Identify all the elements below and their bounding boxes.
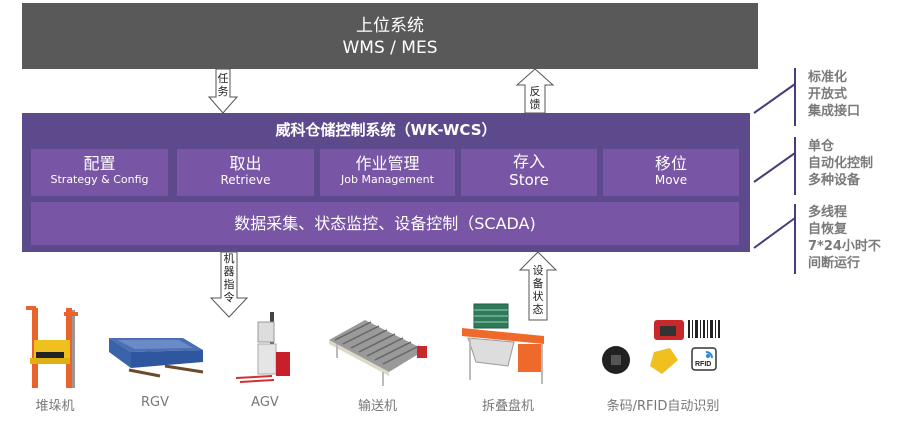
equipment-label: 输送机 bbox=[357, 399, 397, 414]
conveyor-icon bbox=[329, 320, 427, 386]
equipment-conveyor: 输送机 bbox=[325, 300, 430, 414]
task-arrow: 任务 bbox=[208, 69, 238, 114]
bracket-line-icon bbox=[753, 137, 796, 195]
feedback-label: 反馈 bbox=[529, 85, 541, 111]
module-retrieve: 取出 Retrieve bbox=[177, 149, 314, 196]
module-config-en: Strategy & Config bbox=[50, 173, 149, 186]
module-job-management-en: Job Management bbox=[341, 173, 434, 186]
equipment-pallet-dispenser: 拆叠盘机 bbox=[458, 300, 558, 414]
upper-system-subtitle: WMS / MES bbox=[342, 38, 438, 58]
equipment-label: 堆垛机 bbox=[35, 399, 75, 414]
arrow-up-icon bbox=[518, 251, 558, 321]
equipment-label: AGV bbox=[251, 395, 279, 410]
equipment-label: 拆叠盘机 bbox=[481, 399, 534, 414]
barcode-rfid-icon: RFID bbox=[602, 320, 720, 374]
module-job-management-cn: 作业管理 bbox=[355, 154, 420, 173]
feature-automation-text: 单仓自动化控制多种设备 bbox=[808, 139, 874, 188]
module-move-en: Move bbox=[654, 173, 688, 187]
arrow-down-icon bbox=[208, 69, 238, 114]
module-config-cn: 配置 bbox=[83, 154, 116, 173]
module-config: 配置 Strategy & Config bbox=[31, 149, 168, 196]
module-store: 存入 Store bbox=[461, 149, 597, 196]
bracket-line-icon bbox=[753, 68, 796, 126]
upper-system-title: 上位系统 bbox=[356, 16, 424, 36]
arrow-down-icon bbox=[209, 252, 249, 318]
feedback-arrow: 反馈 bbox=[515, 68, 555, 114]
module-move: 移位 Move bbox=[603, 149, 739, 196]
task-label: 任务 bbox=[217, 72, 229, 98]
module-retrieve-cn: 取出 bbox=[229, 154, 262, 173]
device-status-label: 设备状态 bbox=[532, 264, 544, 316]
upper-system-box: 上位系统 WMS / MES bbox=[22, 3, 758, 69]
equipment-agv: AGV bbox=[230, 300, 300, 410]
feature-group-automation: 单仓自动化控制多种设备 bbox=[752, 135, 900, 199]
feature-interface-text: 标准化开放式集成接口 bbox=[808, 70, 861, 119]
module-store-en: Store bbox=[509, 171, 549, 189]
stacker-crane-icon bbox=[26, 306, 78, 388]
equipment-rgv: RGV bbox=[105, 300, 205, 410]
scada-layer: 数据采集、状态监控、设备控制（SCADA) bbox=[31, 202, 739, 245]
module-move-cn: 移位 bbox=[654, 154, 687, 173]
agv-icon bbox=[235, 312, 290, 383]
equipment-stacker-crane: 堆垛机 bbox=[20, 300, 90, 414]
module-job-management: 作业管理 Job Management bbox=[320, 149, 455, 196]
module-retrieve-en: Retrieve bbox=[220, 173, 271, 187]
equipment-label: RGV bbox=[141, 395, 169, 410]
wcs-system-box: 威科仓储控制系统（WK-WCS） 配置 Strategy & Config 取出… bbox=[22, 113, 750, 252]
equipment-barcode-rfid: RFID 条码/RFID自动识别 bbox=[598, 300, 728, 414]
machine-command-arrow: 机器指令 bbox=[209, 252, 249, 318]
rgv-icon bbox=[109, 338, 204, 378]
device-status-arrow: 设备状态 bbox=[518, 251, 558, 321]
feature-group-interface: 标准化开放式集成接口 bbox=[752, 66, 900, 130]
machine-command-label: 机器指令 bbox=[223, 252, 235, 304]
bracket-line-icon bbox=[753, 204, 796, 274]
equipment-label: 条码/RFID自动识别 bbox=[606, 399, 720, 414]
svg-text:RFID: RFID bbox=[695, 361, 711, 368]
module-store-cn: 存入 bbox=[512, 152, 545, 171]
pallet-dispenser-icon bbox=[462, 303, 544, 384]
wcs-title: 威科仓储控制系统（WK-WCS） bbox=[275, 121, 497, 139]
